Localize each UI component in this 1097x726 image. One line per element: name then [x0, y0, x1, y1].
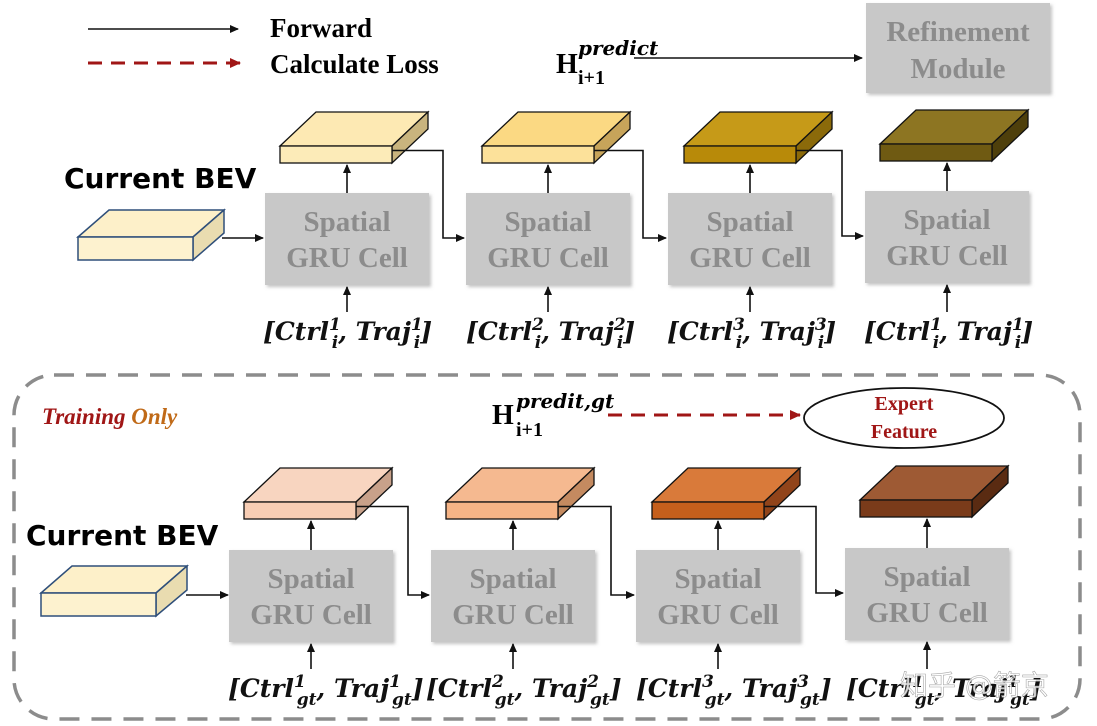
bottom-bev-slab [38, 564, 190, 618]
bottom-gru-cell-line2: GRU Cell [250, 599, 372, 631]
expert-line2: Feature [871, 421, 937, 443]
legend: Forward Calculate Loss [88, 13, 439, 79]
top-gru-cell-line1: Spatial [903, 204, 990, 236]
bottom-bev-label: Current BEV [26, 519, 219, 552]
top-gru-cell-line1: Spatial [706, 206, 793, 238]
top-gru-cell-line1: Spatial [303, 206, 390, 238]
top-bev-label: Current BEV [64, 162, 257, 195]
bottom-hidden-connector [764, 505, 844, 597]
top-gru-cell-line2: GRU Cell [286, 242, 408, 274]
training-only-region [12, 373, 1082, 721]
expert-feature[interactable]: Expert Feature [803, 387, 1005, 449]
top-h-sup: predict [578, 36, 659, 60]
top-bev-slab [75, 208, 227, 262]
training-label: Training Only [42, 404, 178, 429]
top-h-sub: i+1 [578, 67, 605, 89]
top-hidden-state: H predict i+1 [556, 36, 863, 89]
bottom-feature-map-1 [242, 466, 394, 521]
bottom-feature-map-2 [444, 466, 596, 521]
top-feature-map-1 [278, 110, 430, 165]
top-feature-map-4 [878, 108, 1030, 163]
top-hidden-connector [392, 149, 465, 242]
bottom-gru-cell-line1: Spatial [883, 561, 970, 593]
expert-line1: Expert [875, 393, 934, 415]
top-gru-cell-line1: Spatial [504, 206, 591, 238]
bottom-gru-cell-line1: Spatial [267, 563, 354, 595]
bottom-h-main: H [492, 400, 514, 431]
bottom-feature-map-4 [858, 464, 1010, 519]
bottom-gru-cell-line2: GRU Cell [657, 599, 779, 631]
bottom-hidden-connector [356, 505, 430, 599]
top-gru-cell-line2: GRU Cell [689, 242, 811, 274]
bottom-gru-cell-line2: GRU Cell [866, 597, 988, 629]
top-gru-cell-line2: GRU Cell [487, 242, 609, 274]
top-hidden-connector [594, 149, 667, 242]
bottom-feature-map-3 [650, 466, 802, 521]
legend-forward-label: Forward [270, 13, 372, 43]
bottom-gru-cell-line1: Spatial [469, 563, 556, 595]
bottom-h-sup: predit,gt [516, 389, 615, 413]
bottom-h-sub: i+1 [516, 419, 543, 441]
bottom-hidden-connector [558, 505, 635, 599]
top-feature-map-3 [682, 110, 834, 165]
top-gru-cell-line2: GRU Cell [886, 240, 1008, 272]
top-feature-map-2 [480, 110, 632, 165]
bottom-gru-cell-line2: GRU Cell [452, 599, 574, 631]
top-h-main: H [556, 49, 578, 80]
watermark: 知乎 @箭京 [900, 669, 1049, 702]
top-hidden-connector [796, 149, 864, 240]
bottom-hidden-state: H predit,gt i+1 [492, 389, 801, 441]
legend-loss-label: Calculate Loss [270, 49, 439, 79]
refinement-module[interactable]: Refinement Module [866, 3, 1050, 93]
refinement-line1: Refinement [886, 16, 1030, 48]
bottom-gru-cell-line1: Spatial [674, 563, 761, 595]
refinement-line2: Module [910, 53, 1005, 85]
